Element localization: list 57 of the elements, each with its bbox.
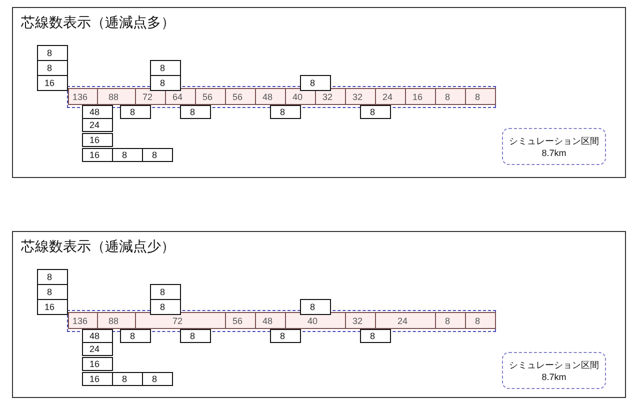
core-count-cell: 8 [435, 312, 466, 329]
core-count-cell: 88 [97, 88, 136, 105]
branch-count-box: 48 [82, 329, 113, 343]
core-count-cell: 72 [135, 312, 226, 329]
core-count-cell: 48 [255, 88, 286, 105]
panel-frame [12, 231, 626, 398]
core-count-cell: 136 [68, 88, 98, 105]
branch-count-box: 8 [37, 45, 68, 61]
branch-count-box: 24 [82, 118, 113, 132]
core-count-cell: 136 [68, 312, 98, 329]
branch-count-box: 8 [120, 329, 151, 343]
core-count-cell: 56 [195, 88, 226, 105]
branch-count-box: 8 [120, 105, 151, 119]
branch-count-box: 8 [142, 148, 173, 162]
branch-count-box: 8 [360, 105, 391, 119]
branch-count-box: 16 [82, 357, 113, 371]
core-count-cell: 8 [465, 312, 496, 329]
branch-count-box: 8 [150, 299, 181, 315]
branch-count-box: 8 [112, 372, 143, 386]
core-count-cell: 8 [435, 88, 466, 105]
panel-title: 芯線数表示（逓減点少） [21, 238, 175, 256]
branch-count-box: 16 [82, 372, 113, 386]
section-note: シミュレーション区間 8.7km [502, 352, 606, 389]
branch-count-box: 8 [360, 329, 391, 343]
branch-count-box: 8 [270, 329, 301, 343]
branch-count-box: 8 [37, 284, 68, 300]
branch-count-box: 8 [37, 60, 68, 76]
branch-count-box: 8 [37, 269, 68, 285]
core-count-cell: 32 [345, 312, 376, 329]
core-count-cell: 48 [255, 312, 286, 329]
core-count-cell: 32 [345, 88, 376, 105]
core-count-cell: 56 [225, 312, 256, 329]
branch-count-box: 8 [150, 60, 181, 76]
branch-count-box: 16 [37, 299, 68, 315]
core-count-cell: 56 [225, 88, 256, 105]
core-count-cell: 8 [465, 88, 496, 105]
branch-count-box: 8 [180, 329, 211, 343]
branch-count-box: 8 [112, 148, 143, 162]
core-count-cell: 24 [375, 88, 406, 105]
branch-count-box: 16 [82, 148, 113, 162]
panel-frame [12, 7, 626, 178]
panel-title: 芯線数表示（逓減点多） [21, 14, 175, 32]
branch-count-box: 48 [82, 105, 113, 119]
branch-count-box: 8 [270, 105, 301, 119]
core-count-cell: 24 [375, 312, 436, 329]
branch-count-box: 24 [82, 342, 113, 356]
section-note: シミュレーション区間 8.7km [502, 128, 606, 165]
branch-count-box: 8 [300, 299, 331, 315]
branch-count-box: 16 [37, 75, 68, 91]
branch-count-box: 16 [82, 133, 113, 147]
branch-count-box: 8 [300, 75, 331, 91]
core-count-cell: 88 [97, 312, 136, 329]
branch-count-box: 8 [142, 372, 173, 386]
branch-count-box: 8 [180, 105, 211, 119]
branch-count-box: 8 [150, 284, 181, 300]
branch-count-box: 8 [150, 75, 181, 91]
core-count-cell: 16 [405, 88, 436, 105]
